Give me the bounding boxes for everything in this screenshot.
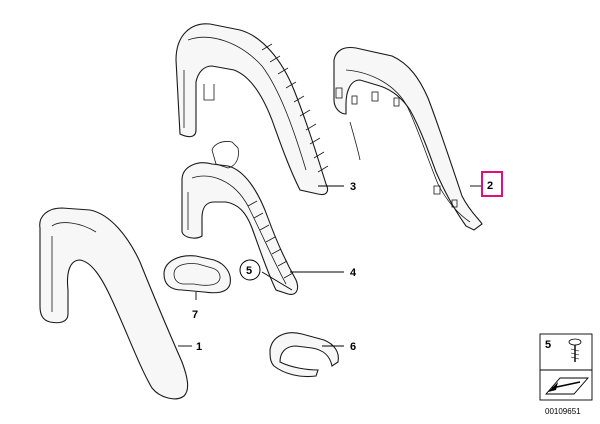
direction-arrow-icon <box>545 377 589 395</box>
part-4-grille-slats <box>247 200 294 279</box>
part-7-ring-seal[interactable] <box>163 255 231 294</box>
callout-3[interactable]: 3 <box>350 181 356 193</box>
part-2-side-trim[interactable] <box>333 46 483 231</box>
callout-2-highlight-box <box>481 171 503 197</box>
legend-box: 5 <box>539 333 593 401</box>
part-6-curved-clip[interactable] <box>269 332 339 378</box>
legend-callout-5: 5 <box>545 339 551 351</box>
screw-icon <box>568 338 582 362</box>
part-1-roll-bar-trim[interactable] <box>39 207 189 400</box>
callout-6[interactable]: 6 <box>350 341 356 353</box>
callout-4[interactable]: 4 <box>350 267 357 279</box>
part-3-grille-slats <box>261 43 329 173</box>
part-3-upper-grille-trim[interactable] <box>175 23 329 196</box>
diagram-id: 00109651 <box>545 407 581 416</box>
callout-5-circle <box>239 259 261 281</box>
leader-line-5 <box>261 271 293 291</box>
part-4-lower-grille-trim[interactable] <box>181 141 299 295</box>
callout-7[interactable]: 7 <box>192 309 198 321</box>
callout-2[interactable]: 2 <box>487 180 493 192</box>
callout-5[interactable]: 5 <box>246 265 252 277</box>
callout-1[interactable]: 1 <box>196 341 202 353</box>
